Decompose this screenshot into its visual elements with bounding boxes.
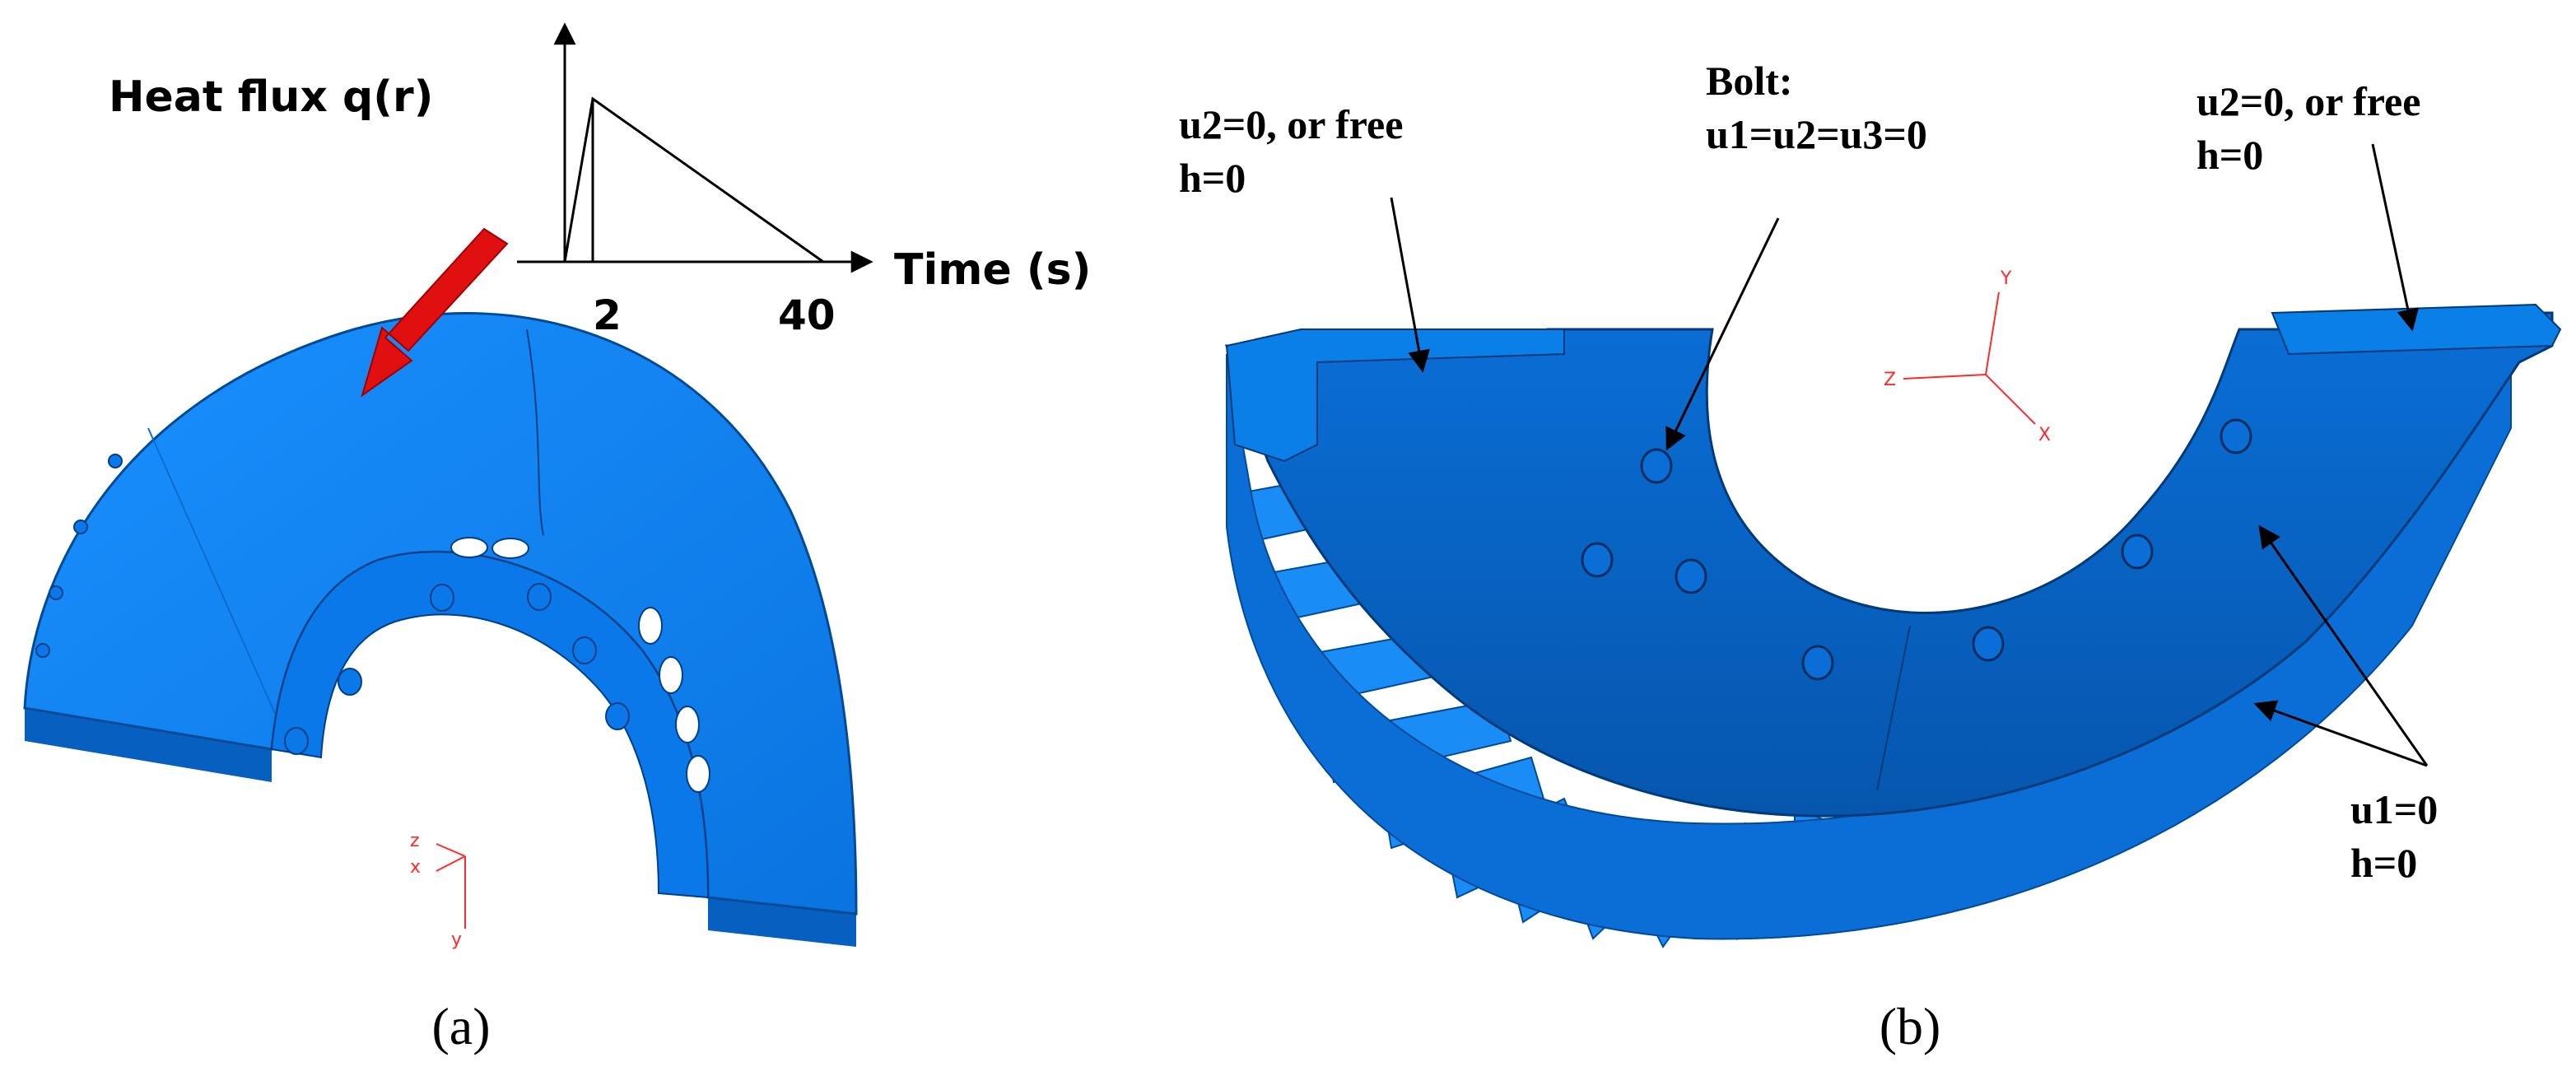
tick-2: 2 [593,291,622,339]
panel-b: u2=0, or free h=0 Bolt: u1=u2=u3=0 u2=0,… [1179,58,2562,1055]
bolt-arrow [1665,217,1780,451]
bolt-line2: u1=u2=u3=0 [1706,111,1927,157]
bottom-bc-line1: u1=0 [2350,786,2438,832]
axis-b-x: X [2038,425,2051,445]
left-bc-line1: u2=0, or free [1179,101,1403,147]
bottom-bc-arrow-2 [2253,700,2428,767]
left-bc-arrow [1390,197,1430,373]
disc-segment-part-a [23,312,858,947]
bolt-holes-a [284,583,630,755]
axis-b-y: Y [2000,268,2012,289]
bolt-line1: Bolt: [1706,58,1793,104]
bolt-holes-b [1581,418,2252,681]
heat-flux-chart: Heat flux q(r) Time (s) 2 40 [109,22,1091,339]
axis-b-z: Z [1884,370,1896,390]
bc-labels: u2=0, or free h=0 Bolt: u1=u2=u3=0 u2=0,… [1179,58,2438,886]
flux-pulse-curve [563,96,824,263]
axis-triad-a: y x z [410,831,466,950]
axis-a-z: z [410,831,420,851]
inner-flange [270,551,710,899]
tick-40: 40 [778,291,836,339]
right-bc-line1: u2=0, or free [2196,78,2420,124]
left-bracket [1225,328,1565,463]
axis-a-x: x [410,857,421,878]
right-bc-arrow [2371,143,2420,332]
vent-slots-a [450,537,710,793]
outer-rim [1226,343,2512,940]
caption-b: (b) [1880,997,1941,1055]
axis-triad-b: Y Z X [1884,268,2051,445]
right-bracket [2271,303,2562,356]
bottom-bc-line2: h=0 [2350,840,2417,886]
heat-flux-label: Heat flux q(r) [109,72,433,122]
left-bc-line2: h=0 [1179,155,1246,201]
bc-arrows [1390,143,2429,767]
right-bc-line2: h=0 [2196,132,2263,178]
heat-flux-arrow [361,227,509,398]
bottom-bc-arrow-1 [2258,524,2429,766]
axis-a-y: y [451,930,462,950]
time-label: Time (s) [894,245,1091,295]
panel-a: Heat flux q(r) Time (s) 2 40 [23,22,1091,1055]
caption-a: (a) [431,997,490,1055]
